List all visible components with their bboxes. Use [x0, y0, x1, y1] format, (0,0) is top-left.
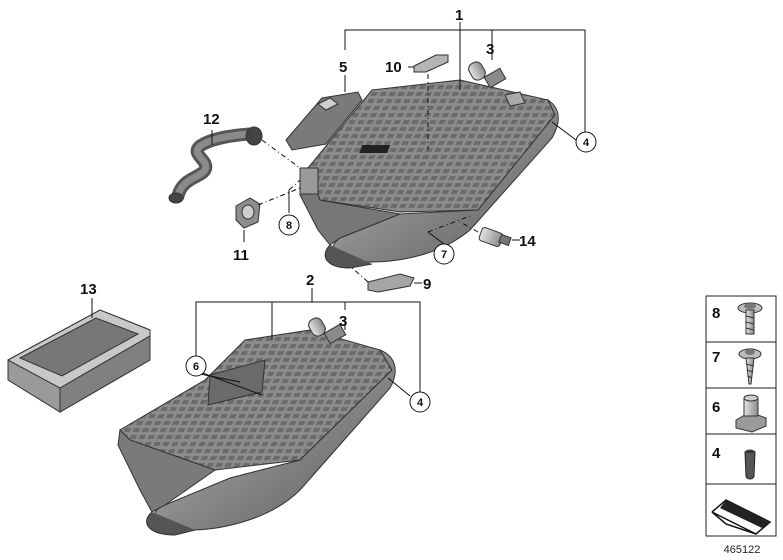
leader-lines: [91, 22, 586, 397]
circle-callout-8: 8: [278, 214, 300, 236]
circle-callout-4-upper: 4: [575, 131, 597, 153]
hardware-legend: 8 7 6 4: [705, 295, 777, 537]
callout-6: 6: [193, 361, 199, 373]
part-14-connector: [478, 227, 512, 247]
callout-4-lower: 4: [417, 397, 424, 409]
part-13-storage-tray: [6, 309, 151, 413]
callouts: 1 3 5 10 12 11 14 9 13 2 3 4 8 7 6 4: [80, 7, 597, 413]
legend-label-6: 6: [712, 399, 720, 416]
clip-nut-6-icon: [735, 394, 767, 433]
callout-11: 11: [233, 247, 249, 264]
callout-8: 8: [286, 220, 292, 232]
part-12-air-duct: [168, 126, 263, 204]
callout-2: 2: [306, 272, 314, 289]
part-11-lamp: [235, 197, 261, 229]
circle-callout-6: 6: [185, 355, 207, 377]
callout-5: 5: [339, 59, 347, 76]
circle-callout-4-lower: 4: [409, 391, 431, 413]
callout-13: 13: [80, 281, 97, 298]
callout-9: 9: [423, 276, 431, 293]
screw-8-icon: [737, 302, 763, 335]
plug-4-icon: [744, 449, 756, 480]
part-3-switch-upper: [468, 61, 507, 89]
callout-3-upper: 3: [486, 41, 494, 58]
legend-label-4: 4: [712, 445, 721, 462]
callout-3-lower: 3: [339, 313, 347, 330]
callout-4-upper: 4: [583, 137, 590, 149]
screw-7-icon: [738, 348, 762, 385]
callout-1: 1: [455, 7, 463, 24]
legend-label-7: 7: [712, 349, 720, 366]
lower-glovebox: [117, 329, 396, 536]
part-5-cover-plate: [285, 91, 363, 151]
callout-10: 10: [385, 59, 402, 76]
circle-callout-7: 7: [433, 243, 455, 265]
callout-14: 14: [519, 233, 536, 250]
part-3-switch-lower: [308, 317, 347, 345]
upper-glovebox: [299, 79, 559, 269]
callout-7: 7: [441, 249, 447, 261]
reference-number: 465122: [724, 544, 761, 556]
callout-12: 12: [203, 111, 220, 128]
bracket-symbol-icon: [711, 499, 772, 535]
part-9-handle: [367, 273, 415, 293]
legend-label-8: 8: [712, 305, 720, 322]
part-10-clip: [413, 54, 449, 73]
